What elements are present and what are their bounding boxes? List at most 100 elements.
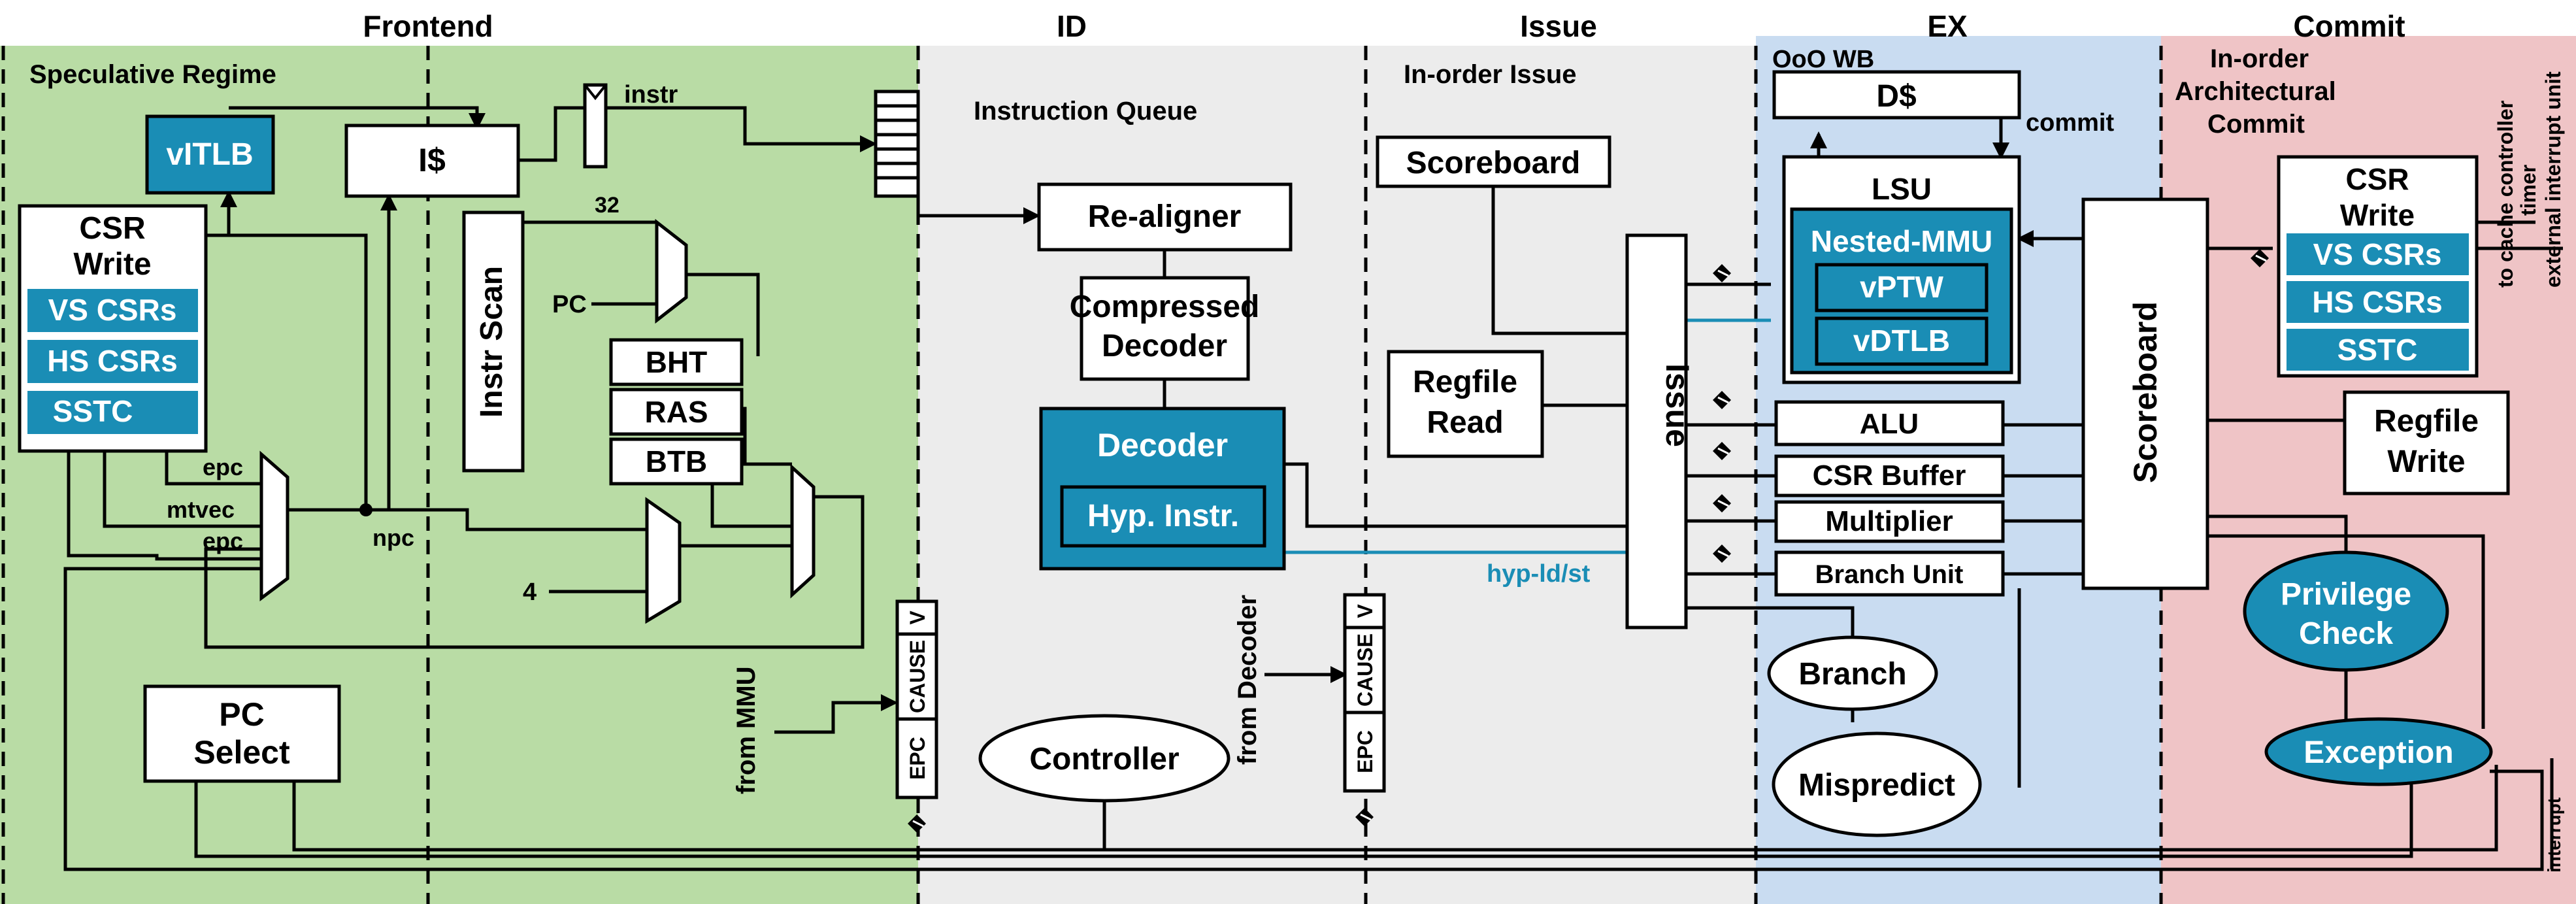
privilege-check-l2: Check — [2299, 616, 2393, 651]
instr-register-clock — [584, 84, 607, 101]
btb-label: BTB — [646, 444, 708, 478]
alu-label: ALU — [1860, 408, 1919, 440]
pc-mux — [259, 450, 289, 601]
branch-block[interactable] — [1767, 635, 1938, 711]
wire-csr-epc — [165, 451, 261, 486]
pc-input-label: PC — [552, 291, 587, 318]
instruction-queue-block[interactable] — [874, 90, 920, 198]
exception-label: Exception — [2304, 735, 2453, 770]
wire-sb-privilege — [2207, 514, 2348, 552]
regfile-read-l1: Regfile — [1413, 365, 1517, 399]
wire-queue-to-realigner — [916, 196, 1040, 224]
regfile-read-l2: Read — [1427, 405, 1503, 440]
commit-label: commit — [2026, 109, 2114, 137]
epc-top-label: epc — [203, 454, 243, 480]
hyp-instr-block[interactable] — [1060, 485, 1266, 548]
multiplier-label: Multiplier — [1825, 505, 1953, 537]
icache-block[interactable] — [344, 124, 520, 198]
wire-pcselect-2 — [292, 765, 2498, 852]
issue-block[interactable] — [1625, 233, 1688, 629]
external-interrupt-label: external interrupt unit — [2541, 71, 2565, 288]
vs-csrs-frontend-label: VS CSRs — [48, 293, 177, 327]
hyp-ldst-label: hyp-ld/st — [1487, 560, 1591, 588]
vs-csrs-commit[interactable] — [2284, 231, 2471, 278]
csr-write-commit-l2: Write — [2340, 198, 2415, 232]
stage-commit-title: Commit — [2293, 9, 2405, 43]
exc-reg-id-epc: EPC — [1353, 730, 1377, 773]
wire-pcselect-1 — [194, 781, 2413, 858]
vdtlb-block[interactable] — [1815, 316, 1989, 366]
branch-label: Branch — [1798, 657, 1906, 692]
csr-write-commit-l1: CSR — [2345, 162, 2409, 196]
ras-block[interactable] — [609, 388, 744, 436]
wire-from-mmu — [774, 694, 898, 734]
regfile-read-block[interactable] — [1387, 350, 1544, 458]
wire-csr-mtvec — [103, 451, 261, 528]
csr-write-frontend-l2: Write — [73, 247, 151, 282]
inorder-commit-label-2: Architectural — [2175, 77, 2336, 106]
instr-scan-label: Instr Scan — [474, 266, 509, 418]
interrupt-label: interrupt — [2544, 797, 2564, 873]
nested-mmu-label: Nested-MMU — [1811, 224, 1993, 258]
controller-label: Controller — [1029, 742, 1179, 777]
mispredict-block[interactable] — [1772, 731, 1982, 837]
pc-select-block[interactable] — [143, 684, 341, 783]
commit-scoreboard-block[interactable] — [2081, 197, 2209, 590]
vdtlb-label: vDTLB — [1853, 324, 1950, 358]
icache-label: I$ — [418, 142, 446, 178]
bht-label: BHT — [646, 345, 708, 379]
btb-block[interactable] — [609, 437, 744, 486]
controller-block[interactable] — [978, 714, 1230, 803]
vitlb-block[interactable] — [145, 114, 275, 195]
inorder-commit-label-1: In-order — [2210, 44, 2309, 73]
bht-block[interactable] — [609, 338, 744, 386]
wire-scoreboard-issue — [1491, 186, 1627, 335]
exc-reg-id-cause: CAUSE — [1353, 633, 1377, 707]
multiplier-block[interactable] — [1774, 500, 2005, 543]
privilege-check-block[interactable] — [2243, 550, 2449, 672]
inorder-issue-label: In-order Issue — [1404, 60, 1577, 89]
sstc-frontend[interactable] — [25, 388, 201, 437]
exc-reg-frontend-epc: EPC — [906, 737, 929, 780]
issue-scoreboard-block[interactable] — [1376, 135, 1611, 188]
compressed-decoder-l2: Decoder — [1102, 329, 1227, 363]
vs-csrs-commit-label: VS CSRs — [2313, 237, 2442, 271]
csr-write-frontend-l1: CSR — [79, 211, 145, 246]
predictor-mux — [790, 463, 816, 599]
wire-decoder-issue — [1284, 462, 1627, 528]
regfile-write-l1: Regfile — [2374, 404, 2479, 439]
csr-buffer-block[interactable] — [1774, 454, 2005, 497]
instr-register — [583, 83, 608, 169]
vptw-block[interactable] — [1815, 263, 1989, 312]
wire-instr-to-queue — [596, 106, 877, 152]
realigner-label: Re-aligner — [1088, 199, 1242, 234]
wire-npc-vertical — [225, 233, 368, 510]
compressed-decoder-block[interactable] — [1080, 276, 1250, 381]
stage-id-title: ID — [1057, 9, 1087, 43]
exception-block[interactable] — [2264, 717, 2493, 786]
instr-scan-block[interactable] — [462, 210, 525, 473]
stage-ex-title: EX — [1927, 9, 1968, 43]
hs-csrs-frontend[interactable] — [25, 337, 201, 386]
from-decoder-label: from Decoder — [1233, 595, 1262, 765]
wire-vitlb-to-icache — [229, 106, 486, 130]
hs-csrs-commit[interactable] — [2284, 278, 2471, 326]
sstc-commit[interactable] — [2284, 326, 2471, 373]
adder-mux — [645, 497, 682, 624]
alu-block[interactable] — [1774, 400, 2005, 446]
hyp-instr-label: Hyp. Instr. — [1087, 499, 1239, 533]
stage-issue-title: Issue — [1520, 9, 1597, 43]
regfile-write-block[interactable] — [2343, 390, 2510, 495]
vs-csrs-frontend[interactable] — [25, 286, 201, 335]
inorder-commit-label-3: Commit — [2207, 110, 2305, 139]
bus-width-label: 32 — [595, 193, 619, 218]
mispredict-label: Mispredict — [1798, 768, 1955, 803]
dcache-block[interactable] — [1772, 70, 2021, 120]
mtvec-label: mtvec — [167, 496, 235, 523]
realigner-block[interactable] — [1037, 182, 1293, 252]
lsu-label: LSU — [1872, 172, 1932, 206]
decoder-label: Decoder — [1097, 427, 1228, 463]
to-cache-controller-label: to cache controller — [2494, 101, 2517, 288]
branch-unit-block[interactable] — [1774, 550, 2005, 597]
wire-issue-branch — [1686, 606, 1855, 637]
